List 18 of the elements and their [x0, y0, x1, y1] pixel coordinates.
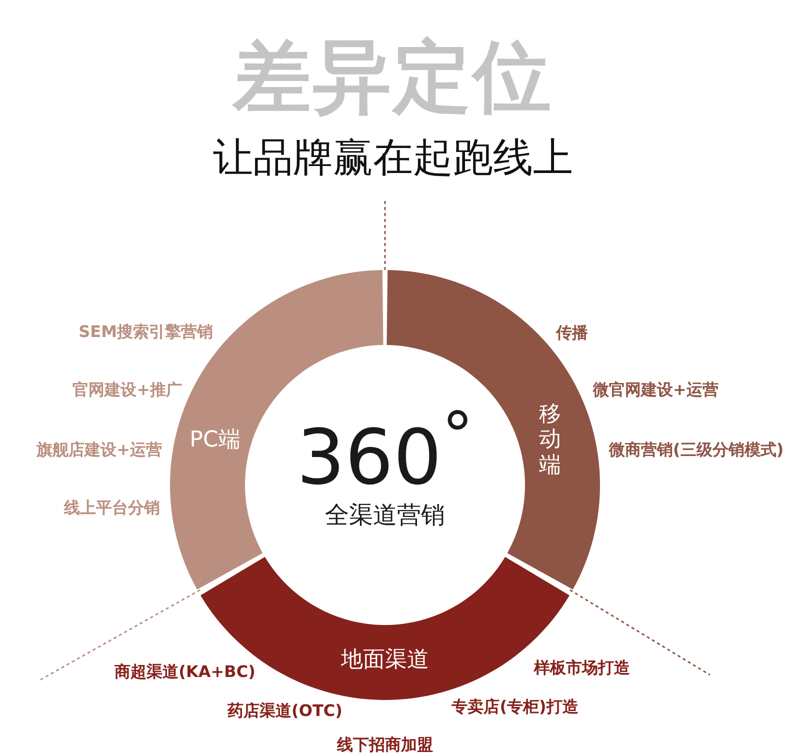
side-label: 微商营销(三级分销模式)	[609, 441, 784, 459]
side-label: 线上平台分销	[64, 499, 160, 517]
side-label: 传播	[556, 324, 588, 342]
segment-label: PC端	[190, 428, 240, 452]
center-label: 全渠道营销	[325, 502, 445, 528]
side-label: SEM搜索引擎营销	[78, 323, 213, 341]
subtitle: 让品牌赢在起跑线上	[213, 136, 573, 180]
segment-label: 移动端	[539, 402, 561, 478]
side-label: 微官网建设+运营	[593, 381, 718, 399]
side-label: 线下招商加盟	[337, 736, 433, 754]
side-label: 官网建设+推广	[72, 381, 182, 399]
side-label: 商超渠道(KA+BC)	[114, 663, 256, 681]
segment-label: 地面渠道	[341, 648, 429, 672]
side-label: 样板市场打造	[534, 659, 630, 677]
side-label: 药店渠道(OTC)	[228, 702, 342, 720]
title: 差异定位	[233, 32, 553, 124]
big-number: 360$^{°}$	[296, 401, 474, 499]
side-label: 专卖店(专柜)打造	[452, 698, 578, 716]
